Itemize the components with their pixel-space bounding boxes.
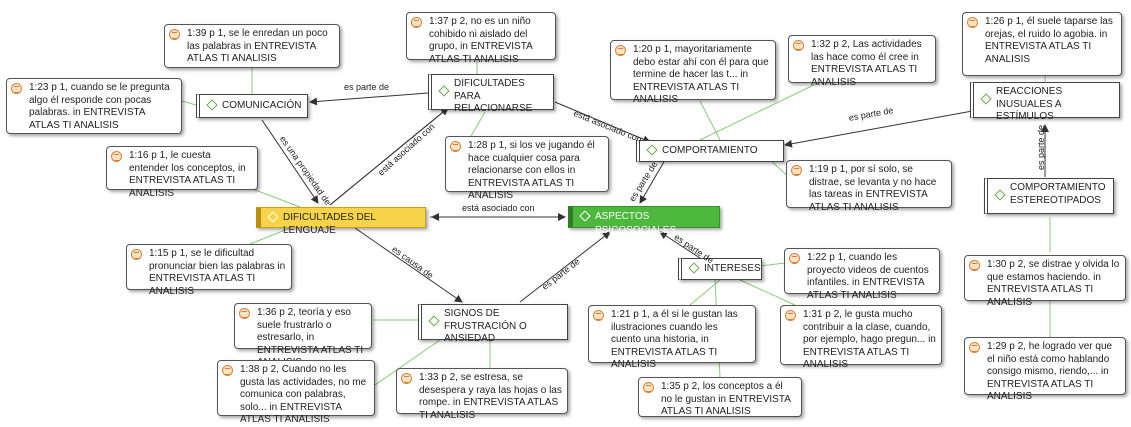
code-dificultades-relacionarse[interactable]: DIFICULTADES PARA RELACIONARSE	[428, 74, 554, 114]
code-diamond-icon	[206, 99, 218, 111]
quote-text: 1:28 p 1, si los ve jugando él hace cual…	[468, 140, 595, 201]
quote-1-39[interactable]: 1:39 p 1, se le enredan un poco las pala…	[164, 24, 340, 68]
quote-text: 1:15 p 1, se le dificultad pronunciar bi…	[149, 248, 286, 297]
quote-text: 1:31 p 2, le gusta mucho contribuir a la…	[803, 309, 936, 370]
quotation-icon	[450, 141, 461, 152]
code-diamond-icon	[980, 93, 992, 105]
quote-text: 1:35 p 2, los conceptos a él no le gusta…	[661, 381, 791, 417]
quotation-icon	[593, 310, 604, 321]
quotation-icon	[967, 17, 978, 28]
quote-1-30[interactable]: 1:30 p 2, se distrae y olvida lo que est…	[964, 255, 1126, 308]
quote-text: 1:22 p 1, cuando les proyecto videos de …	[807, 252, 929, 301]
quote-text: 1:37 p 2, no es un niño cohibido ni aisl…	[429, 16, 533, 65]
quote-text: 1:33 p 2, se estresa, se desespera y ray…	[419, 372, 562, 421]
code-diamond-icon	[688, 262, 700, 274]
code-dificultades-lenguaje[interactable]: DIFICULTADES DEL LENGUAJE	[256, 207, 426, 236]
quote-1-20[interactable]: 1:20 p 1, mayoritariamente debo estar ah…	[610, 40, 776, 105]
quote-1-21[interactable]: 1:21 p 1, a él si le gustan las ilustrac…	[588, 305, 756, 370]
code-diamond-icon	[438, 85, 450, 97]
quotation-icon	[643, 382, 654, 393]
quote-text: 1:16 p 1, le cuesta entender los concept…	[129, 150, 246, 199]
quote-text: 1:39 p 1, se le enredan un poco las pala…	[187, 28, 328, 64]
quote-text: 1:20 p 1, mayoritariamente debo estar ah…	[633, 44, 769, 105]
quotation-icon	[131, 249, 142, 260]
relation-arrows	[261, 92, 1049, 303]
quote-text: 1:30 p 2, se distrae y olvida lo que est…	[987, 259, 1120, 308]
quote-1-23[interactable]: 1:23 p 1, cuando se le pregunta algo él …	[6, 78, 182, 134]
code-aspectos-psicosociales[interactable]: ASPECTOS PSICOSOCIALES	[568, 206, 720, 236]
code-label: SIGNOS DE FRUSTRACIÓN O ANSIEDAD	[444, 308, 527, 344]
code-label: COMUNICACIÓN	[222, 100, 302, 111]
quote-1-28[interactable]: 1:28 p 1, si los ve jugando él hace cual…	[445, 136, 609, 201]
quote-text: 1:26 p 1, él suele taparse las orejas, e…	[985, 16, 1113, 65]
code-diamond-icon	[994, 189, 1006, 201]
code-diamond-icon	[579, 210, 591, 222]
quotation-icon	[969, 260, 980, 271]
quote-1-38[interactable]: 1:38 p 2, Cuando no les gusta las activi…	[217, 360, 375, 425]
quotation-icon	[793, 40, 804, 51]
code-comunicacion[interactable]: COMUNICACIÓN	[196, 94, 308, 118]
code-label: ASPECTOS PSICOSOCIALES	[595, 211, 677, 236]
code-label: INTERESES	[704, 263, 761, 274]
quote-1-29[interactable]: 1:29 p 2, he logrado ver que el niño est…	[964, 337, 1126, 402]
code-label: COMPORTAMIENTO ESTEREOTIPADOS	[1010, 182, 1106, 206]
code-label: REACCIONES INUSUALES A ESTÍMULOS	[996, 86, 1063, 122]
quotation-icon	[789, 253, 800, 264]
quote-text: 1:21 p 1, a él si le gustan las ilustrac…	[611, 309, 738, 370]
code-intereses[interactable]: INTERESES	[678, 258, 762, 280]
code-signos-frustracion[interactable]: SIGNOS DE FRUSTRACIÓN O ANSIEDAD	[418, 304, 568, 344]
quotation-icon	[222, 365, 233, 376]
code-comportamiento[interactable]: COMPORTAMIENTO	[636, 140, 784, 162]
quote-links	[181, 60, 1051, 386]
quote-1-31[interactable]: 1:31 p 2, le gusta mucho contribuir a la…	[780, 305, 942, 370]
quotation-icon	[615, 45, 626, 56]
quote-text: 1:23 p 1, cuando se le pregunta algo él …	[29, 82, 170, 131]
code-label: COMPORTAMIENTO	[662, 145, 758, 156]
quote-1-32[interactable]: 1:32 p 2, Las actividades las hace como …	[788, 35, 936, 88]
code-diamond-icon	[267, 210, 279, 223]
quote-text: 1:19 p 1, por sí solo, se distrae, se le…	[809, 164, 937, 213]
quote-1-26[interactable]: 1:26 p 1, él suele taparse las orejas, e…	[962, 12, 1122, 76]
quotation-icon	[791, 165, 802, 176]
quotation-icon	[169, 29, 180, 40]
quote-text: 1:38 p 2, Cuando no les gusta las activi…	[240, 364, 367, 425]
code-reacciones-inusuales[interactable]: REACCIONES INUSUALES A ESTÍMULOS	[970, 82, 1120, 122]
quotation-icon	[969, 342, 980, 353]
code-diamond-icon	[428, 315, 440, 327]
quote-1-37[interactable]: 1:37 p 2, no es un niño cohibido ni aisl…	[406, 12, 556, 65]
quote-1-36[interactable]: 1:36 p 2, teoría y eso suele frustrarlo …	[234, 303, 372, 368]
quote-1-15[interactable]: 1:15 p 1, se le dificultad pronunciar bi…	[126, 244, 292, 297]
relation-label: está asociado con	[462, 203, 535, 213]
quote-text: 1:32 p 2, Las actividades las hace como …	[811, 39, 922, 88]
quotation-icon	[239, 308, 250, 319]
code-diamond-icon	[646, 144, 658, 156]
quotation-icon	[411, 17, 422, 28]
relation-label: es parte de	[344, 82, 390, 92]
quote-1-19[interactable]: 1:19 p 1, por sí solo, se distrae, se le…	[786, 160, 952, 213]
quote-1-16[interactable]: 1:16 p 1, le cuesta entender los concept…	[106, 146, 258, 199]
quote-1-33[interactable]: 1:33 p 2, se estresa, se desespera y ray…	[396, 368, 568, 421]
quotation-icon	[785, 310, 796, 321]
quotation-icon	[111, 151, 122, 162]
relation-label: es parte de	[1036, 124, 1046, 170]
quotation-icon	[401, 373, 412, 384]
code-label: DIFICULTADES DEL LENGUAJE	[283, 212, 376, 236]
quote-1-35[interactable]: 1:35 p 2, los conceptos a él no le gusta…	[638, 377, 802, 417]
quotation-icon	[11, 83, 22, 94]
code-comportamiento-estereotipados[interactable]: COMPORTAMIENTO ESTEREOTIPADOS	[984, 178, 1114, 214]
quote-text: 1:29 p 2, he logrado ver que el niño est…	[987, 341, 1113, 402]
quote-1-22[interactable]: 1:22 p 1, cuando les proyecto videos de …	[784, 248, 940, 301]
code-label: DIFICULTADES PARA RELACIONARSE	[454, 78, 533, 114]
